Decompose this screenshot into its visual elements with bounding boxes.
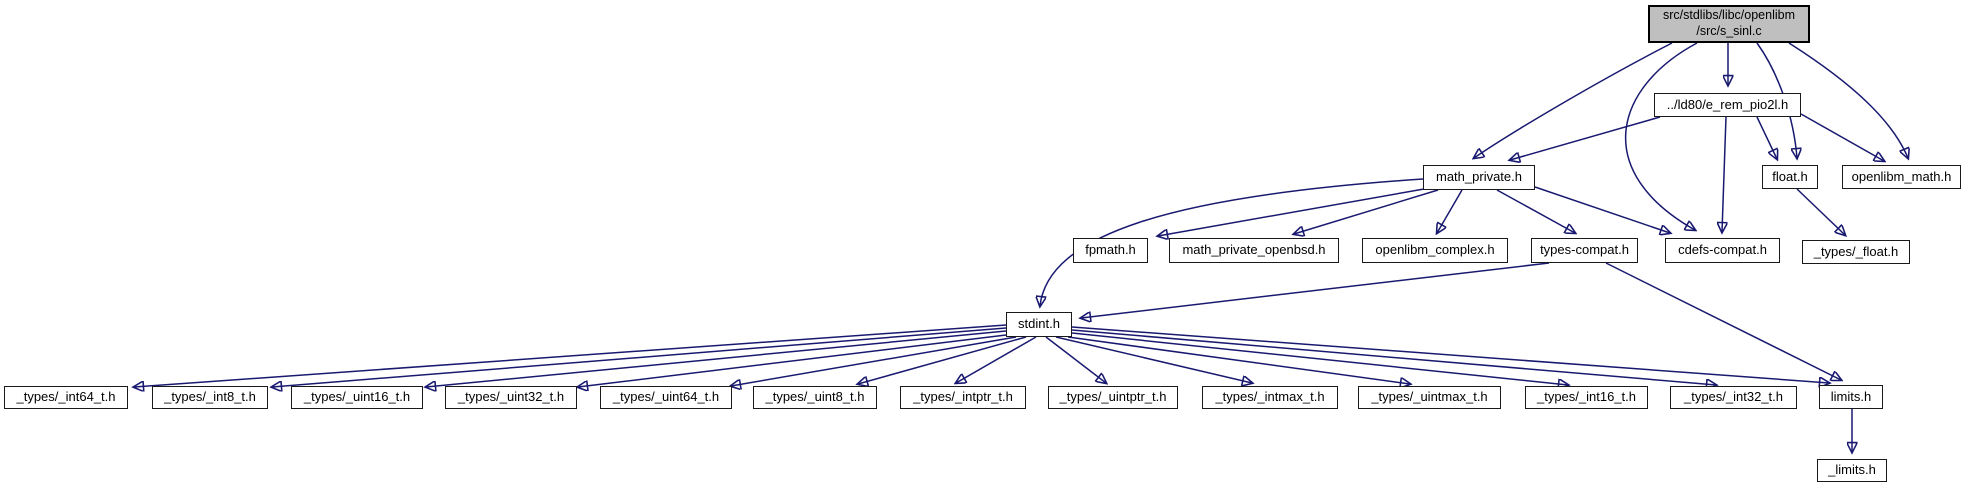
edge-math_private-to-types_compat: [1496, 189, 1575, 233]
edge-float-to-types_float: [1796, 188, 1845, 235]
edge-e_rem_pio2l-to-float: [1756, 116, 1777, 159]
edge-stdint-to-types_intptr: [956, 336, 1037, 383]
edge-stdint-to-types_uintmax: [1067, 336, 1410, 384]
node-openlibm_complex[interactable]: openlibm_complex.h: [1362, 238, 1508, 263]
edge-s_sinl-to-math_private: [1474, 42, 1673, 158]
edge-stdint-to-types_uint32: [578, 334, 1007, 387]
edge-s_sinl-to-cdefs_compat: [1625, 42, 1697, 230]
node-types_intmax[interactable]: _types/_intmax_t.h: [1202, 386, 1338, 409]
node-types_int32[interactable]: _types/_int32_t.h: [1670, 386, 1797, 409]
node-types_uintmax[interactable]: _types/_uintmax_t.h: [1358, 386, 1501, 409]
node-types_float[interactable]: _types/_float.h: [1802, 240, 1910, 264]
edge-types_compat-to-stdint: [1081, 262, 1550, 318]
edge-stdint-to-types_uint8: [858, 336, 1027, 384]
edge-e_rem_pio2l-to-cdefs_compat: [1722, 116, 1726, 232]
edge-stdint-to-limits: [1071, 326, 1829, 383]
node-types_int64[interactable]: _types/_int64_t.h: [4, 386, 128, 409]
node-types_uint8[interactable]: _types/_uint8_t.h: [753, 386, 877, 409]
node-stdint[interactable]: stdint.h: [1006, 312, 1072, 337]
edge-e_rem_pio2l-to-math_private: [1510, 116, 1661, 160]
edge-s_sinl-to-openlibm_math: [1788, 42, 1908, 158]
node-types_uint32[interactable]: _types/_uint32_t.h: [445, 386, 577, 409]
node-limits_internal[interactable]: _limits.h: [1817, 459, 1887, 482]
edge-stdint-to-types_intmax: [1055, 336, 1252, 383]
node-types_uint16[interactable]: _types/_uint16_t.h: [291, 386, 423, 409]
node-math_private[interactable]: math_private.h: [1423, 165, 1535, 190]
edge-types_compat-to-limits: [1605, 262, 1841, 380]
edge-math_private-to-openlibm_complex: [1437, 189, 1463, 233]
node-float[interactable]: float.h: [1762, 165, 1818, 189]
edge-stdint-to-types_int8: [272, 327, 1007, 387]
edge-e_rem_pio2l-to-openlibm_math: [1800, 113, 1884, 161]
edge-stdint-to-types_uintptr: [1045, 336, 1106, 383]
node-types_int16[interactable]: _types/_int16_t.h: [1525, 386, 1648, 409]
node-types_int8[interactable]: _types/_int8_t.h: [152, 386, 268, 409]
node-openlibm_math[interactable]: openlibm_math.h: [1842, 165, 1961, 189]
edge-stdint-to-types_int16: [1071, 332, 1568, 385]
edge-stdint-to-types_uint16: [426, 330, 1007, 387]
node-s_sinl[interactable]: src/stdlibs/libc/openlibm /src/s_sinl.c: [1648, 5, 1810, 43]
edge-stdint-to-types_int64: [134, 324, 1007, 387]
edge-stdint-to-types_int32: [1071, 329, 1716, 385]
node-fpmath[interactable]: fpmath.h: [1073, 238, 1148, 263]
node-e_rem_pio2l[interactable]: ../ld80/e_rem_pio2l.h: [1654, 93, 1801, 117]
edge-math_private-to-fpmath: [1158, 188, 1425, 236]
node-types_uintptr[interactable]: _types/_uintptr_t.h: [1048, 386, 1178, 409]
edge-math_private-to-stdint: [1040, 178, 1424, 306]
node-cdefs_compat[interactable]: cdefs-compat.h: [1665, 238, 1780, 263]
node-limits[interactable]: limits.h: [1819, 385, 1883, 409]
node-types_intptr[interactable]: _types/_intptr_t.h: [900, 386, 1026, 409]
node-types_uint64[interactable]: _types/_uint64_t.h: [600, 386, 732, 409]
node-types_compat[interactable]: types-compat.h: [1531, 238, 1638, 263]
edge-stdint-to-types_uint64: [731, 336, 1017, 386]
edge-math_private-to-cdefs_compat: [1534, 186, 1670, 233]
edge-math_private-to-math_private_openbsd: [1294, 189, 1439, 234]
node-math_private_openbsd[interactable]: math_private_openbsd.h: [1169, 238, 1339, 263]
